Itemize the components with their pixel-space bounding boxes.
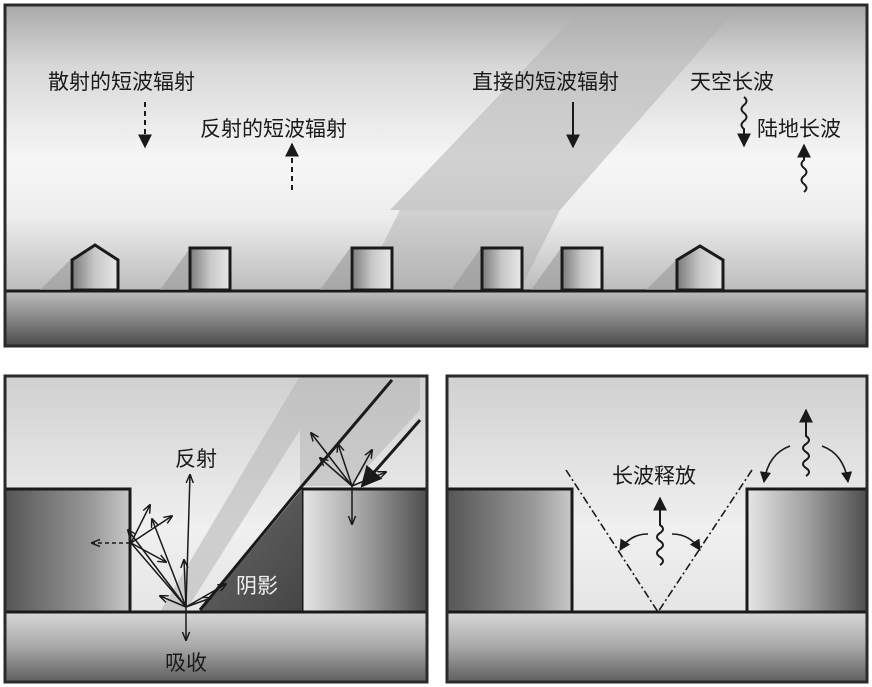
land-longwave-arrow [797,143,811,193]
label-reflection: 反射 [175,447,217,471]
sky-view-line-left [565,469,659,613]
label-reflected-shortwave: 反射的短波辐射 [200,117,347,141]
building-3 [480,246,524,292]
street-longwave-arrow [653,496,667,566]
beam-edge-1 [300,379,394,487]
left-building [3,487,132,614]
bottom-right-panel: 长波释放 [445,374,869,684]
label-longwave-emission: 长波释放 [612,464,696,488]
bottom-left-panel: 反射 阴影 吸收 [3,374,429,684]
bottom-right-frame [445,374,869,684]
roof-arc-left [759,445,791,484]
roof-arc-right [821,445,853,484]
street-right [447,612,867,682]
emission-arc-left [619,533,649,551]
label-sky-longwave: 天空长波 [690,70,774,94]
label-scattered-shortwave: 散射的短波辐射 [48,70,195,94]
left-building-right-panel [445,487,574,614]
label-land-longwave: 陆地长波 [757,117,841,141]
label-direct-shortwave: 直接的短波辐射 [472,70,619,94]
incoming-ray-arrow [360,419,422,488]
house-2 [675,244,725,292]
bottom-left-frame [3,374,429,684]
wall-reflection-fan [130,505,172,562]
building-4 [560,246,604,292]
house-1 [70,243,120,292]
incoming-beam-band [160,376,420,612]
roof-longwave-arrow [799,408,813,477]
building-shadows [40,248,676,290]
street-left [5,612,427,682]
sky-view-line-right [657,469,753,613]
ground-strip [5,291,867,346]
top-panel-frame [3,3,869,348]
roof-reflection-fan [311,433,386,524]
houses [70,243,725,292]
direct-beam [390,5,740,210]
right-building [300,487,429,614]
right-building-right-panel [745,487,869,614]
street-reflection-fan [92,475,226,640]
label-shadow: 阴影 [236,574,278,598]
label-absorption: 吸收 [165,651,207,675]
emission-arc-right [671,533,701,551]
top-panel: 散射的短波辐射 反射的短波辐射 直接的短波辐射 天空长波 陆地长波 [3,3,869,348]
building-1 [188,246,232,292]
sky-longwave-arrow [737,96,751,148]
building-2 [350,246,394,292]
